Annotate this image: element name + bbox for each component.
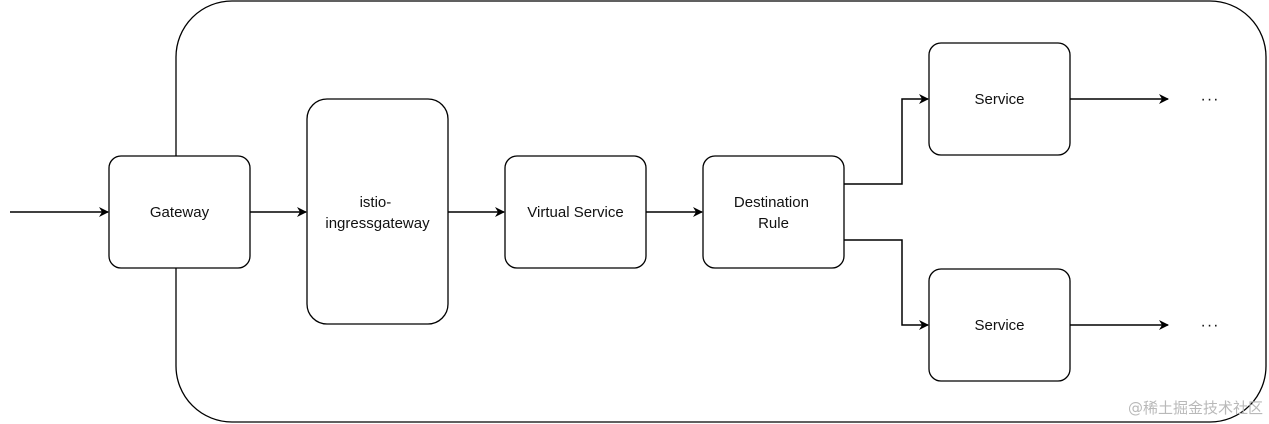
continuation-ellipsis-top: ··· [1201, 91, 1220, 108]
node-service-bottom: Service [928, 268, 1071, 382]
node-gateway: Gateway [108, 155, 251, 269]
node-gateway-label: Gateway [150, 204, 210, 221]
node-istio-ingressgateway-label: istio- ingressgateway [325, 194, 430, 232]
edge-destination-rule-to-service-top [844, 94, 929, 185]
node-service-top-label: Service [974, 91, 1024, 108]
node-istio-ingressgateway: istio- ingressgateway [306, 98, 449, 325]
node-service-top: Service [928, 42, 1071, 156]
node-destination-rule-line-1: Destination [734, 194, 809, 211]
node-destination-rule-line-2: Rule [758, 215, 789, 232]
edge-destination-rule-to-service-bottom [844, 239, 929, 330]
node-destination-rule: Destination Rule [702, 155, 845, 269]
node-istio-ingressgateway-line-1: istio- [360, 194, 392, 211]
watermark: @稀土掘金技术社区 [1127, 399, 1263, 417]
node-destination-rule-label: Destination Rule [734, 194, 813, 232]
continuation-ellipsis-bottom: ··· [1201, 317, 1220, 334]
node-virtual-service-label: Virtual Service [527, 204, 623, 221]
node-service-bottom-label: Service [974, 317, 1024, 334]
node-istio-ingressgateway-line-2: ingressgateway [325, 215, 430, 232]
node-virtual-service: Virtual Service [504, 155, 647, 269]
